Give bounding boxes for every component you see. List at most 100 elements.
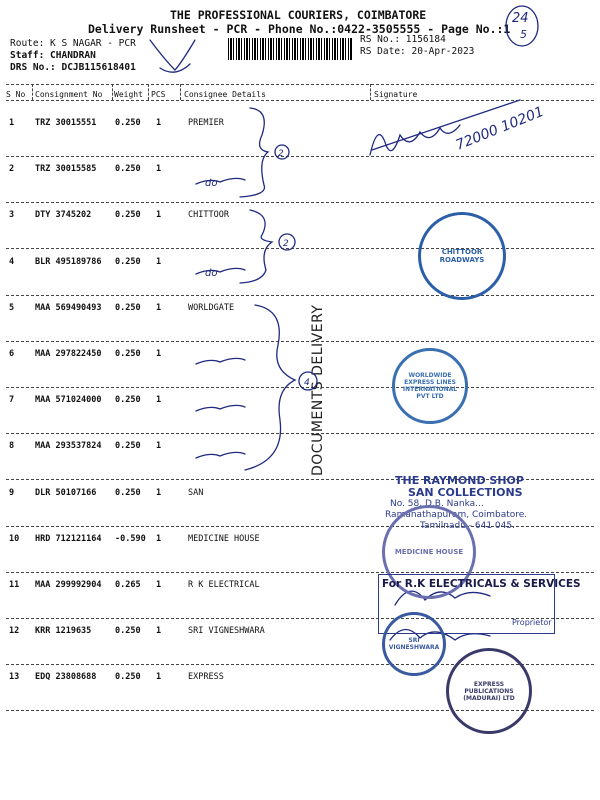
raymond-stamp-line3: No. 58, D.B. Nanka... bbox=[390, 499, 484, 509]
row-sno: 10 bbox=[9, 534, 20, 544]
title-tick-mark bbox=[149, 39, 196, 71]
row-weight: 0.250 bbox=[115, 164, 141, 174]
row-weight: 0.250 bbox=[115, 303, 141, 313]
row-separator bbox=[6, 156, 594, 157]
chittoor-stamp-text: CHITTOOR ROADWAYS bbox=[439, 248, 485, 264]
col-divider bbox=[370, 84, 371, 100]
row-consignment-no: KRR 1219635 bbox=[35, 626, 92, 636]
row-consignee: WORLDGATE bbox=[188, 303, 235, 313]
col-consignee: Consignee Details bbox=[184, 90, 266, 99]
express-stamp-text: EXPRESS PUBLICATIONS (MADURAI) LTD bbox=[463, 680, 515, 702]
row-pcs: 1 bbox=[156, 164, 162, 174]
signature-scribble-1 bbox=[369, 124, 461, 156]
medicine-stamp-text: MEDICINE HOUSE bbox=[394, 548, 464, 556]
barcode bbox=[228, 38, 352, 60]
signature-number: 72000 10201 bbox=[454, 104, 547, 154]
row-consignment-no: EDQ 23808688 bbox=[35, 672, 97, 682]
row-weight: 0.250 bbox=[115, 210, 141, 220]
circle-num: 2 bbox=[278, 149, 284, 159]
ditto-text: do bbox=[205, 178, 217, 189]
row-consignment-no: MAA 571024000 bbox=[35, 395, 102, 405]
row-sno: 13 bbox=[9, 672, 20, 682]
row-sno: 3 bbox=[9, 210, 15, 220]
row-weight: 0.250 bbox=[115, 395, 141, 405]
col-signature: Signature bbox=[374, 90, 418, 99]
col-pcs: PCS bbox=[151, 90, 166, 99]
row-pcs: 1 bbox=[156, 672, 162, 682]
row-separator bbox=[6, 341, 594, 342]
row-sno: 12 bbox=[9, 626, 20, 636]
corner-note-top: 24 bbox=[512, 11, 529, 26]
row-weight: 0.250 bbox=[115, 118, 141, 128]
route-label: Route: K S NAGAR - PCR bbox=[10, 38, 136, 49]
chittoor-roadways-stamp: CHITTOOR ROADWAYS bbox=[418, 212, 506, 300]
raymond-stamp-line1: THE RAYMOND SHOP bbox=[395, 474, 524, 487]
col-divider bbox=[148, 84, 149, 100]
express-publications-stamp: EXPRESS PUBLICATIONS (MADURAI) LTD bbox=[446, 648, 532, 734]
row-consignment-no: DLR 50107166 bbox=[35, 488, 97, 498]
row-separator bbox=[6, 479, 594, 480]
circle-mark-1 bbox=[274, 144, 290, 160]
row-consignee: MEDICINE HOUSE bbox=[188, 534, 260, 544]
row-separator bbox=[6, 202, 594, 203]
row-weight: 0.250 bbox=[115, 672, 141, 682]
col-consignment: Consignment No bbox=[35, 90, 103, 99]
row-sno: 9 bbox=[9, 488, 15, 498]
rk-electricals-stamp: For R.K ELECTRICALS & SERVICES bbox=[382, 578, 581, 590]
header-rule-bottom bbox=[6, 100, 594, 101]
bracket-3 bbox=[244, 304, 297, 471]
row-consignment-no: TRZ 30015551 bbox=[35, 118, 97, 128]
row-separator bbox=[6, 248, 594, 249]
ditto-mark-6 bbox=[195, 357, 246, 365]
row-consignment-no: MAA 569490493 bbox=[35, 303, 102, 313]
circle-mark-3 bbox=[298, 371, 318, 391]
vigneshwara-stamp: SRI VIGNESHWARA bbox=[382, 612, 446, 676]
worldwide-express-stamp: WORLDWIDE EXPRESS LINES INTERNATIONAL PV… bbox=[392, 348, 468, 424]
bracket-2 bbox=[239, 209, 274, 284]
row-consignee: SRI VIGNESHWARA bbox=[188, 626, 265, 636]
row-consignee: EXPRESS bbox=[188, 672, 224, 682]
row-pcs: 1 bbox=[156, 118, 162, 128]
corner-circle bbox=[505, 5, 539, 47]
row-consignment-no: MAA 299992904 bbox=[35, 580, 102, 590]
row-consignment-no: DTY 3745202 bbox=[35, 210, 92, 220]
row-pcs: 1 bbox=[156, 303, 162, 313]
row-sno: 5 bbox=[9, 303, 15, 313]
row-consignment-no: MAA 293537824 bbox=[35, 441, 102, 451]
row-weight: 0.250 bbox=[115, 626, 141, 636]
row-consignee: SAN bbox=[188, 488, 204, 498]
row-sno: 2 bbox=[9, 164, 15, 174]
bracket-1 bbox=[239, 107, 270, 198]
row-separator bbox=[6, 572, 594, 573]
row-weight: 0.250 bbox=[115, 441, 141, 451]
row-sno: 6 bbox=[9, 349, 15, 359]
row-consignment-no: HRD 712121164 bbox=[35, 534, 102, 544]
circle-mark-2 bbox=[278, 233, 296, 251]
ditto-mark-4 bbox=[195, 267, 246, 275]
row-consignment-no: BLR 495189786 bbox=[35, 257, 102, 267]
worldwide-stamp-text: WORLDWIDE EXPRESS LINES INTERNATIONAL PV… bbox=[402, 372, 458, 400]
row-weight: 0.250 bbox=[115, 349, 141, 359]
row-separator bbox=[6, 295, 594, 296]
row-separator bbox=[6, 433, 594, 434]
ditto-mark-2 bbox=[195, 177, 246, 185]
col-divider bbox=[180, 84, 181, 100]
col-sno: S No bbox=[6, 90, 26, 99]
row-pcs: 1 bbox=[156, 395, 162, 405]
company-title: THE PROFESSIONAL COURIERS, COIMBATORE bbox=[170, 8, 427, 22]
ditto-mark-7 bbox=[195, 404, 246, 412]
rs-number: RS No.: 1156184 bbox=[360, 34, 446, 45]
row-pcs: 1 bbox=[156, 210, 162, 220]
circle-num: 4 bbox=[304, 378, 310, 388]
row-sno: 4 bbox=[9, 257, 15, 267]
row-pcs: 1 bbox=[156, 626, 162, 636]
row-sno: 11 bbox=[9, 580, 20, 590]
drs-number: DRS No.: DCJB115618401 bbox=[10, 62, 136, 73]
ditto-mark-8 bbox=[195, 451, 246, 459]
row-separator bbox=[6, 526, 594, 527]
col-weight: Weight bbox=[114, 90, 143, 99]
raymond-stamp-line2: SAN COLLECTIONS bbox=[408, 486, 523, 499]
title-scribble bbox=[159, 63, 191, 73]
row-consignee: R K ELECTRICAL bbox=[188, 580, 260, 590]
medicine-house-stamp: MEDICINE HOUSE bbox=[382, 505, 476, 599]
